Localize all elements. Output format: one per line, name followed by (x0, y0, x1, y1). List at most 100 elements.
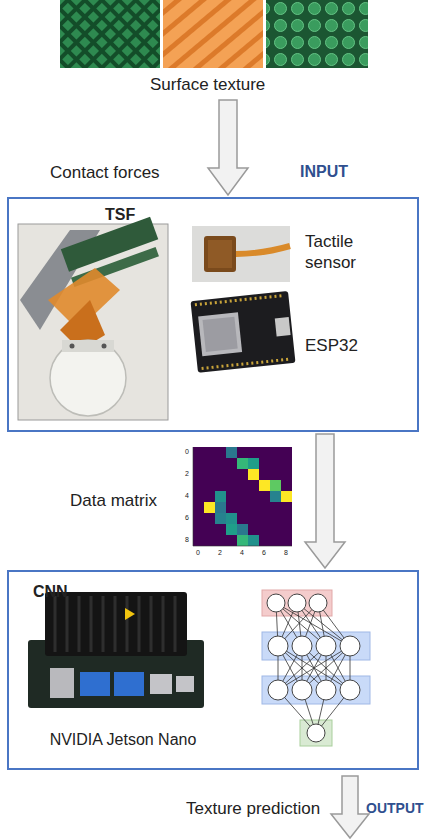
neural-network-icon (262, 590, 370, 746)
jetson-nano-photo-part-part (150, 596, 153, 652)
jetson-nano-photo-part-part (54, 596, 57, 652)
edge-label: Data matrix (70, 490, 157, 511)
signal-label: Contact forces (50, 162, 160, 183)
signal-label: Texture prediction (186, 798, 320, 819)
stage-box: CNN NVIDIA Jetson Nano (7, 570, 419, 770)
robot-finger-photo-part (102, 344, 107, 349)
jetson-nano-photo-part (176, 676, 194, 692)
axis-tick: 6 (185, 513, 189, 522)
esp32-board-photo-part-part (202, 359, 292, 368)
tactile-sensor-photo-part (192, 226, 290, 282)
heatmap-cell (215, 502, 226, 513)
data-matrix-heatmap-part (193, 447, 194, 546)
heatmap-cell (226, 447, 237, 458)
jetson-nano-photo-part (45, 592, 187, 656)
axis-tick: 4 (240, 548, 244, 557)
part-label: ESP32 (305, 335, 358, 356)
heatmap-cell (237, 524, 248, 535)
robot-finger-photo-part (70, 344, 75, 349)
neural-network-icon-part-part (278, 646, 350, 690)
output-arrow-part (331, 776, 369, 838)
heatmap-cell (259, 480, 270, 491)
heatmap-cell (226, 513, 237, 524)
esp32-board-photo (190, 291, 295, 373)
neural-network-icon-part (262, 632, 370, 660)
stage-label: OUTPUT (366, 799, 424, 817)
robot-finger-photo-part (61, 217, 158, 272)
neural-network-icon-part (262, 590, 332, 616)
axis-tick: 0 (185, 447, 189, 456)
axis-tick: 6 (262, 548, 266, 557)
esp32-board-photo-part-part (203, 317, 238, 352)
axis-tick: 0 (196, 548, 200, 557)
jetson-nano-photo-part-part (114, 596, 117, 652)
neural-network-icon-part (262, 676, 370, 704)
neural-network-icon-part (300, 720, 332, 746)
jetson-nano-photo-part-part (66, 596, 69, 652)
axis-tick: 2 (218, 548, 222, 557)
neural-network-icon-part (267, 594, 360, 742)
jetson-nano-photo-part-part (90, 596, 93, 652)
esp32-board-photo-part-part (275, 317, 291, 336)
heatmap-cell (248, 535, 259, 546)
neural-network-icon-part (276, 603, 350, 733)
jetson-nano-photo-part-part (162, 596, 165, 652)
tactile-sensor-photo-part (208, 240, 232, 268)
tactile-sensor-photo-part (236, 246, 290, 254)
neural-network-icon-part-part (316, 636, 336, 656)
neural-network-icon-part-part (340, 680, 360, 700)
tactile-sensor-photo-part (204, 236, 236, 272)
flow-arrow (305, 434, 345, 568)
stage-label: INPUT (300, 162, 348, 182)
esp32-board-photo-part (190, 291, 295, 373)
part-label: Tactile sensor (305, 231, 375, 273)
data-matrix-heatmap (193, 447, 292, 546)
heatmap-cell (237, 458, 248, 469)
texture-samples-part (163, 0, 263, 68)
texture-samples-part (266, 0, 368, 68)
tactile-sensor-photo (192, 226, 290, 282)
axis-tick: 2 (185, 469, 189, 478)
input-arrow (208, 100, 248, 195)
heatmap-cell (281, 491, 292, 502)
part-label: NVIDIA Jetson Nano (23, 730, 223, 750)
output-arrow (331, 776, 369, 838)
data-matrix-heatmap-part (193, 546, 292, 547)
neural-network-icon-part-part (340, 636, 360, 656)
jetson-nano-photo-part-part (138, 596, 141, 652)
neural-network-icon-part-part (268, 680, 288, 700)
jetson-nano-photo-part-part (102, 596, 105, 652)
texture-samples-part (60, 0, 160, 68)
jetson-nano-photo-part-part (174, 596, 177, 652)
jetson-nano-photo-part-part (78, 596, 81, 652)
robot-finger-photo (18, 217, 168, 420)
jetson-nano-photo-part (150, 674, 172, 694)
heatmap-cells (204, 447, 292, 546)
texture-samples (60, 0, 368, 68)
stage-box: TSF Tactile sensorESP32 (7, 197, 419, 432)
jetson-nano-photo-part (125, 608, 135, 620)
heatmap-cell (248, 469, 259, 480)
input-arrow-part (208, 100, 248, 195)
esp32-board-photo-part-part (195, 295, 285, 304)
neural-network-icon-part-part (292, 636, 312, 656)
neural-network-icon-part-part (309, 594, 327, 612)
box-title: CNN (33, 582, 68, 602)
box-title: TSF (105, 205, 135, 225)
neural-network-icon-part-part (288, 594, 306, 612)
neural-network-icon-part-part (278, 646, 350, 690)
texture-caption: Surface texture (150, 74, 265, 95)
heatmap-cell (215, 513, 226, 524)
axis-tick: 4 (185, 491, 189, 500)
heatmap-cell (226, 524, 237, 535)
neural-network-icon-part-part (316, 680, 336, 700)
heatmap-cell (237, 535, 248, 546)
heatmap-cell (204, 502, 215, 513)
neural-network-icon-part-part (292, 680, 312, 700)
axis-tick: 8 (185, 535, 189, 544)
heatmap-cell (215, 491, 226, 502)
heatmap-cell (248, 458, 259, 469)
